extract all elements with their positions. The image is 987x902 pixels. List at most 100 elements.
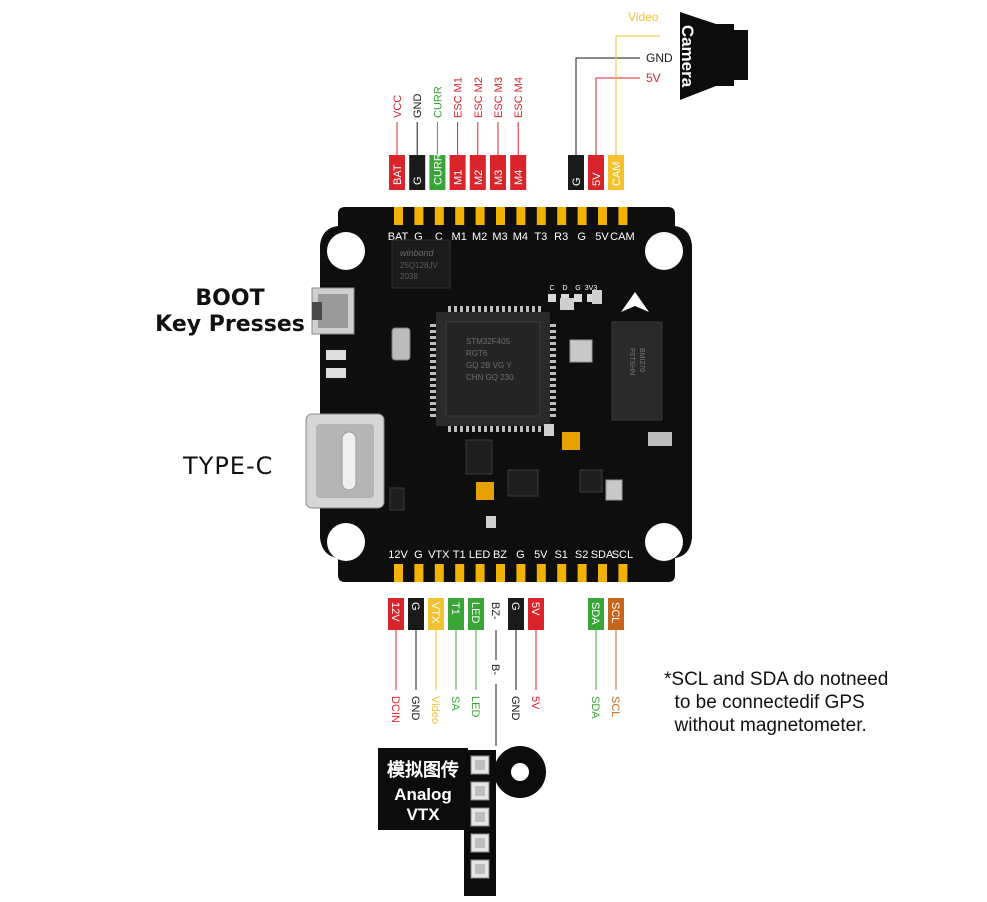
- mcu-pin: [478, 306, 481, 312]
- bottom-wire-tag: [608, 598, 624, 630]
- mcu-pin: [430, 366, 436, 369]
- mcu-pin: [532, 426, 535, 432]
- mcu-pin: [484, 426, 487, 432]
- mcu-pin: [508, 306, 511, 312]
- buzzer-wire: BZ-B-: [489, 602, 501, 746]
- mcu-pin: [550, 396, 556, 399]
- mcu-pin: [460, 306, 463, 312]
- bottom-pad-label: LED: [469, 549, 490, 561]
- top-pad-label: 5V: [595, 231, 609, 243]
- jumper-pad: [574, 294, 582, 302]
- top-pad: [394, 207, 403, 225]
- bottom-wire-tag-label: G: [409, 602, 421, 611]
- bottom-pad: [598, 564, 607, 582]
- top-wire-tag: [449, 155, 466, 190]
- mcu-pin: [526, 426, 529, 432]
- bottom-wire-tag: [428, 598, 444, 630]
- mcu-pin: [514, 426, 517, 432]
- mcu-pin: [430, 408, 436, 411]
- bottom-wire-tag-label: SDA: [589, 602, 601, 625]
- mcu-pin: [520, 426, 523, 432]
- baro-sensor-2: [605, 479, 623, 501]
- bottom-wire-tag: [508, 598, 524, 630]
- top-wire-label: ESC M3: [493, 77, 505, 118]
- vtx-label-2: VTX: [406, 805, 440, 824]
- bottom-wire-tag: [588, 598, 604, 630]
- top-pad: [496, 207, 505, 225]
- mcu-label-1: STM32F405: [466, 337, 511, 346]
- mcu-label-2: RGT6: [466, 349, 488, 358]
- buzzer-icon: [494, 746, 546, 798]
- mcu-pin: [550, 366, 556, 369]
- jumper-label: G: [575, 285, 580, 292]
- bottom-wire-label: SDA: [589, 696, 601, 719]
- mcu-pin: [526, 306, 529, 312]
- bottom-wire-tag-label: 5V: [529, 602, 541, 616]
- top-wire-tag: [469, 155, 486, 190]
- camera-wire-line: [615, 35, 660, 155]
- bottom-pad: [496, 564, 505, 582]
- mcu-pin: [472, 306, 475, 312]
- bottom-pad-label: VTX: [428, 549, 450, 561]
- baro-sensor: [569, 339, 593, 363]
- mcu-label-3: GQ 2B VG Y: [466, 361, 512, 370]
- mcu-pin: [478, 426, 481, 432]
- bottom-pad-label: T1: [453, 549, 466, 561]
- mcu-pin: [550, 360, 556, 363]
- bottom-pad-label: BZ: [493, 549, 507, 561]
- mcu-pin: [502, 306, 505, 312]
- top-pad: [577, 207, 587, 225]
- top-pad: [557, 207, 567, 225]
- note-line-1: *SCL and SDA do notneed: [664, 669, 889, 690]
- top-wire-tag-label: M3: [493, 170, 505, 185]
- mcu-pin: [448, 426, 451, 432]
- boot-button[interactable]: [311, 287, 355, 335]
- usb-typec-port[interactable]: [305, 413, 385, 509]
- mcu-pin: [550, 414, 556, 417]
- mcu-pin: [502, 426, 505, 432]
- bottom-wire-label: SCL: [609, 696, 621, 717]
- bottom-pad: [577, 564, 587, 582]
- camera-wire-tag-label: CAM: [611, 162, 623, 186]
- camera-wire-tag: [588, 155, 604, 190]
- mcu-pin: [550, 378, 556, 381]
- camera-wire-line: [575, 57, 640, 155]
- camera-wire-line: [595, 77, 640, 155]
- bottom-wire-tag: [528, 598, 544, 630]
- bottom-pad-label: S1: [554, 549, 567, 561]
- top-pad: [598, 207, 607, 225]
- top-wire-tag: [490, 155, 506, 190]
- mcu-pin: [550, 324, 556, 327]
- camera-wire-tag: [608, 155, 624, 190]
- bottom-wire-tag: [448, 598, 464, 630]
- mcu-pin: [430, 336, 436, 339]
- mcu-pin: [430, 330, 436, 333]
- top-wire-label: ESC M4: [513, 77, 525, 118]
- top-wire-tag: [389, 155, 405, 190]
- mcu-pin: [550, 390, 556, 393]
- top-wire-label: CURR: [432, 86, 444, 118]
- vtx-pin-inner: [475, 864, 485, 874]
- mcu-pin: [538, 306, 541, 312]
- buzzer-tag-label: BZ-: [489, 602, 501, 620]
- mcu-pin: [454, 306, 457, 312]
- mcu-pin: [490, 306, 493, 312]
- vtx-label-1: Analog: [394, 785, 452, 804]
- jumper-label: D: [562, 285, 567, 292]
- mcu-pin: [508, 426, 511, 432]
- jumper-label: C: [549, 285, 554, 292]
- top-wire-label: VCC: [392, 95, 404, 118]
- mcu-pin: [454, 426, 457, 432]
- flash-label-1: winbond: [400, 248, 435, 258]
- mcu-pin: [430, 384, 436, 387]
- mcu-pin: [430, 414, 436, 417]
- mcu-pin: [490, 426, 493, 432]
- top-pad: [536, 207, 546, 225]
- bottom-pad: [536, 564, 546, 582]
- mcu-pin: [550, 354, 556, 357]
- jumper-pad: [548, 294, 556, 302]
- bottom-wire-label: Video: [429, 696, 441, 724]
- top-pad: [618, 207, 628, 225]
